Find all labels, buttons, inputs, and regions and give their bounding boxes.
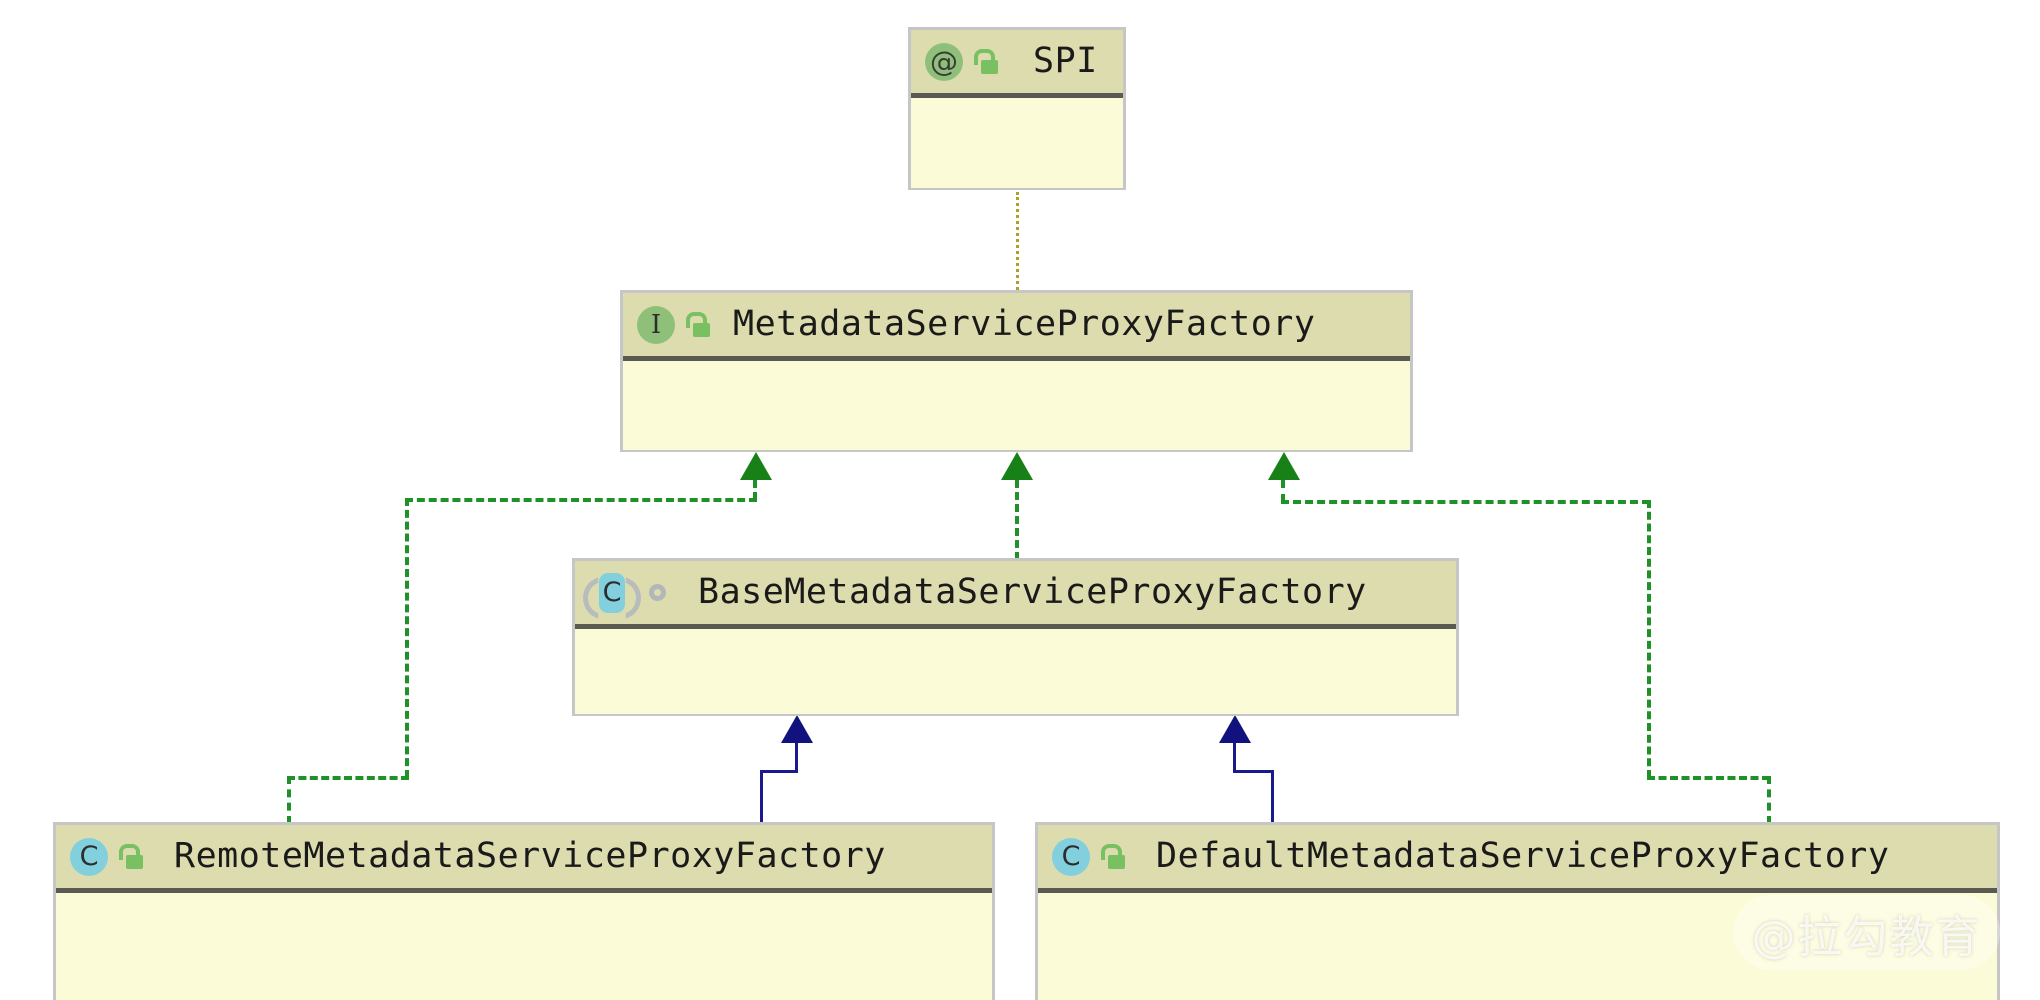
edge-realization-base [1015, 480, 1019, 560]
padlock-open-icon [118, 843, 144, 870]
realization-arrowhead-base [1001, 452, 1033, 480]
interface-badge-icon: I [637, 305, 675, 344]
edge-realization-default-h1 [1281, 500, 1650, 504]
realization-arrowhead-remote [740, 452, 772, 480]
uml-node-default-metadata-service-proxy-factory-title: DefaultMetadataServiceProxyFactory [1156, 836, 1890, 876]
class-badge-icon: C [70, 837, 108, 876]
padlock-open-icon [973, 48, 999, 75]
uml-node-spi-title: SPI [1033, 41, 1098, 81]
uml-node-metadata-service-proxy-factory[interactable]: I MetadataServiceProxyFactory [620, 290, 1413, 452]
edge-generalization-default-v2 [1271, 770, 1274, 824]
edge-generalization-default-v1 [1233, 743, 1236, 771]
uml-node-default-metadata-service-proxy-factory-header: C DefaultMetadataServiceProxyFactory [1038, 825, 1997, 893]
edge-generalization-remote-v1 [795, 743, 798, 771]
uml-node-default-metadata-service-proxy-factory-body [1038, 893, 1997, 1000]
edge-realization-remote-v2 [405, 498, 409, 778]
uml-node-metadata-service-proxy-factory-header: I MetadataServiceProxyFactory [623, 293, 1410, 361]
realization-arrowhead-default [1268, 452, 1300, 480]
edge-realization-remote-h2 [287, 776, 409, 780]
edge-generalization-remote-h1 [760, 770, 798, 773]
uml-node-metadata-service-proxy-factory-body [623, 361, 1410, 450]
uml-node-base-metadata-service-proxy-factory-header: C BaseMetadataServiceProxyFactory [575, 561, 1456, 629]
uml-node-default-metadata-service-proxy-factory[interactable]: C DefaultMetadataServiceProxyFactory [1035, 822, 2000, 1000]
edge-realization-default-v1 [1281, 480, 1285, 502]
edge-realization-default-v3 [1767, 776, 1771, 824]
uml-node-spi[interactable]: @ SPI [908, 27, 1126, 190]
padlock-open-icon [1100, 843, 1126, 870]
uml-node-base-metadata-service-proxy-factory-body [575, 629, 1456, 714]
class-badge-icon: C [1052, 837, 1090, 876]
edge-realization-remote-h1 [405, 498, 757, 502]
edge-realization-remote-v3 [287, 776, 291, 824]
annotation-badge-icon: @ [925, 42, 963, 81]
uml-node-metadata-service-proxy-factory-title: MetadataServiceProxyFactory [733, 304, 1316, 344]
generalization-arrowhead-remote [781, 715, 813, 743]
edge-generalization-remote-v2 [760, 770, 763, 824]
uml-node-remote-metadata-service-proxy-factory-header: C RemoteMetadataServiceProxyFactory [56, 825, 992, 893]
edge-realization-remote-v1 [753, 480, 757, 500]
uml-node-remote-metadata-service-proxy-factory-title: RemoteMetadataServiceProxyFactory [174, 836, 886, 876]
uml-node-base-metadata-service-proxy-factory[interactable]: C BaseMetadataServiceProxyFactory [572, 558, 1459, 716]
uml-node-remote-metadata-service-proxy-factory[interactable]: C RemoteMetadataServiceProxyFactory [53, 822, 995, 1000]
package-private-ring-icon [649, 584, 666, 601]
uml-node-base-metadata-service-proxy-factory-title: BaseMetadataServiceProxyFactory [698, 572, 1367, 612]
edge-generalization-default-h1 [1233, 770, 1273, 773]
edge-realization-default-h2 [1647, 776, 1770, 780]
edge-realization-default-v2 [1647, 500, 1651, 778]
uml-node-spi-body [911, 98, 1123, 188]
abstract-class-badge-icon: C [583, 572, 641, 619]
uml-node-remote-metadata-service-proxy-factory-body [56, 893, 992, 1000]
generalization-arrowhead-default [1219, 715, 1251, 743]
padlock-open-icon [685, 311, 711, 338]
edge-annotation-dependency [1016, 192, 1019, 290]
uml-node-spi-header: @ SPI [911, 30, 1123, 98]
